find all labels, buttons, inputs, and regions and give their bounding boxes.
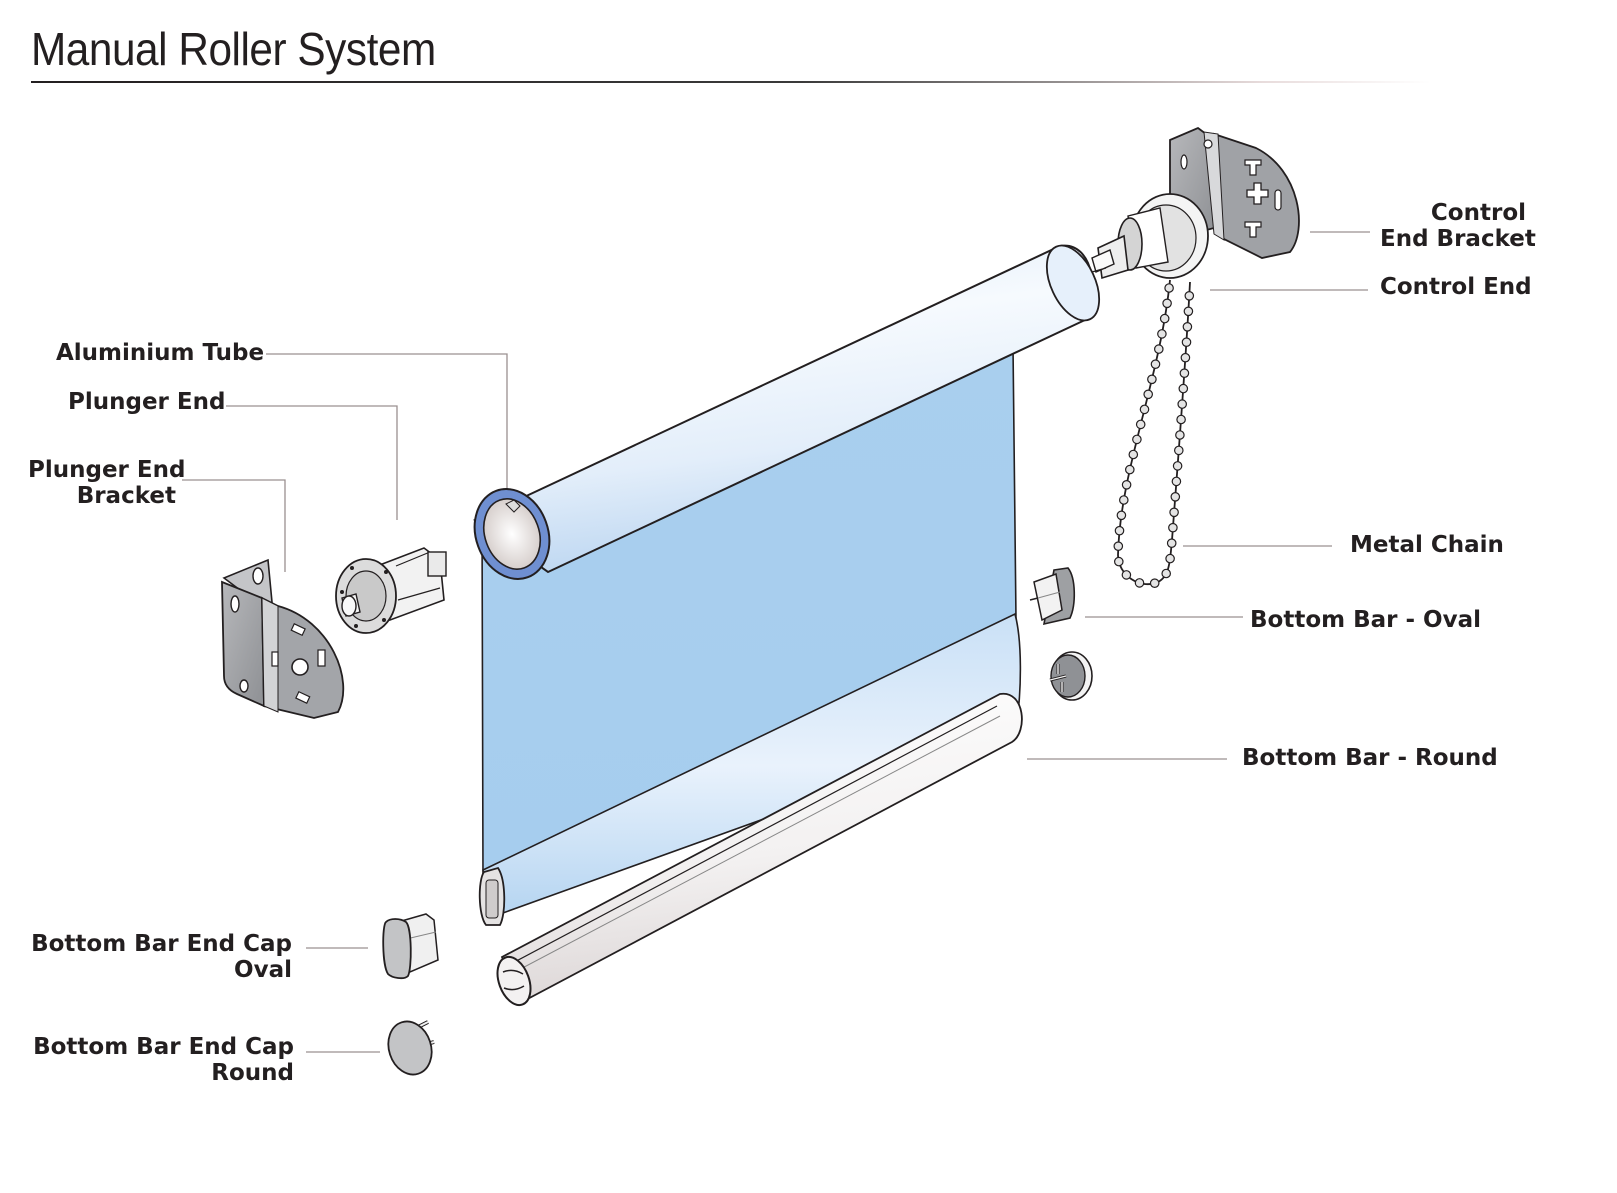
chain-bead <box>1143 389 1153 400</box>
bottom-bar-round <box>496 693 1023 1007</box>
label-line: Plunger End <box>28 457 186 483</box>
chain-bead <box>1181 337 1192 347</box>
end-cap-round <box>387 1020 435 1076</box>
label-line: Bracket <box>76 483 176 509</box>
chain-bead <box>1178 383 1189 394</box>
chain-bead <box>1168 522 1178 533</box>
chain-bead <box>1164 283 1174 293</box>
label-bottom-bar-round: Bottom Bar - Round <box>1242 745 1498 771</box>
leader-plunger-end <box>226 405 398 520</box>
chain-bead <box>1116 510 1127 521</box>
label-line: Oval <box>234 957 292 983</box>
chain-bead <box>1183 306 1194 317</box>
chain-bead <box>1171 476 1182 487</box>
aluminium-tube <box>473 244 1101 580</box>
leader-lines <box>182 231 1370 1053</box>
chain-bead <box>1121 570 1132 580</box>
chain-bead <box>1169 507 1179 518</box>
chain-bead <box>1175 430 1185 440</box>
chain-bead <box>1162 298 1172 309</box>
label-line: Round <box>211 1060 294 1086</box>
chain-bead <box>1128 449 1139 460</box>
chain-bead <box>1170 491 1181 502</box>
chain-bead <box>1161 568 1171 579</box>
chain-bead <box>1179 368 1190 378</box>
bottom-bar-oval-profile <box>478 866 506 926</box>
label-bottom-bar-end-cap-round: Bottom Bar End Cap Round <box>22 1034 294 1086</box>
chain-bead <box>1166 538 1177 548</box>
chain-bead <box>1174 445 1184 456</box>
label-line: Bottom Bar End Cap <box>31 931 292 957</box>
chain-bead <box>1135 419 1146 430</box>
chain-bead <box>1172 461 1183 471</box>
chain-bead <box>1121 479 1132 490</box>
label-bottom-bar-oval: Bottom Bar - Oval <box>1250 607 1481 633</box>
label-control-end-bracket: Control End Bracket <box>1380 200 1536 252</box>
label-plunger-end: Plunger End <box>68 389 226 415</box>
label-line: Control <box>1430 200 1526 226</box>
chain-bead <box>1134 578 1145 588</box>
chain-bead <box>1182 321 1193 332</box>
chain-bead <box>1180 352 1191 363</box>
chain-bead <box>1149 578 1160 588</box>
label-aluminium-tube: Aluminium Tube <box>56 340 265 366</box>
chain-bead <box>1125 464 1135 475</box>
label-bottom-bar-end-cap-oval: Bottom Bar End Cap Oval <box>20 931 292 983</box>
label-plunger-end-bracket: Plunger End Bracket <box>28 457 186 509</box>
chain-bead <box>1114 525 1125 536</box>
chain-bead <box>1165 553 1175 564</box>
chain-bead <box>1176 414 1186 425</box>
chain-bead <box>1150 359 1161 369</box>
diagram-title: Manual Roller System <box>31 23 436 75</box>
chain-bead <box>1177 399 1187 409</box>
bottom-bar-round-cap <box>1049 651 1093 701</box>
end-cap-oval <box>382 913 439 980</box>
chain-bead <box>1147 374 1157 385</box>
chain-bead <box>1132 434 1142 445</box>
label-control-end: Control End <box>1380 274 1532 300</box>
leader-plunger-end-bracket <box>182 479 286 572</box>
chain-bead <box>1157 329 1167 339</box>
chain-bead <box>1154 344 1164 354</box>
leader-aluminium-tube <box>266 353 508 520</box>
chain-bead <box>1159 313 1170 324</box>
chain-bead <box>1114 556 1124 567</box>
label-line: End Bracket <box>1380 226 1536 252</box>
bottom-bar-oval-cap <box>1029 567 1076 626</box>
plunger-end <box>335 547 447 634</box>
chain-bead <box>1139 404 1150 415</box>
title-underline <box>31 81 1431 83</box>
plunger-end-bracket <box>221 558 345 719</box>
chain-bead <box>1184 290 1195 301</box>
label-line: Bottom Bar End Cap <box>33 1034 294 1060</box>
label-metal-chain: Metal Chain <box>1350 532 1504 558</box>
chain-bead <box>1119 495 1129 505</box>
control-end <box>1091 193 1209 280</box>
chain-bead <box>1113 541 1124 551</box>
metal-chain <box>1113 279 1195 588</box>
